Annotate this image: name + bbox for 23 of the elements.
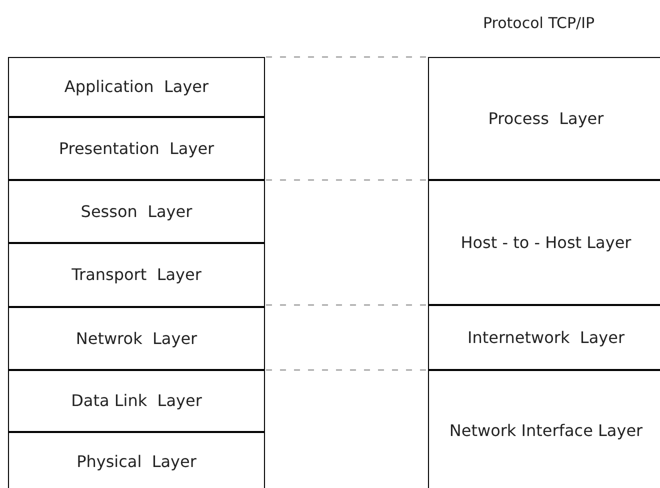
layer-label: Process Layer: [488, 108, 604, 130]
layer-label: Data Link Layer: [71, 390, 202, 412]
column-heading: Protocol TCP/IP: [483, 14, 595, 32]
layer-box: [8, 307, 265, 370]
layer-label: Transport Layer: [72, 264, 202, 286]
layer-box: [428, 305, 660, 370]
layer-label: Netwrok Layer: [76, 328, 198, 350]
layer-label: Presentation Layer: [58, 138, 214, 160]
layer-box: [428, 57, 660, 180]
layer-box: [428, 180, 660, 305]
layer-label: Physical Layer: [76, 451, 196, 473]
layer-box: [8, 117, 265, 180]
layer-box: [8, 57, 265, 117]
layer-label: Network Interface Layer: [449, 420, 643, 442]
layer-label: Sesson Layer: [80, 200, 192, 222]
layer-box: [428, 370, 660, 488]
layer-label: Application Layer: [64, 76, 209, 98]
layer-box: [8, 180, 265, 243]
layer-box: [8, 432, 265, 488]
layer-box: [8, 243, 265, 307]
layer-box: [8, 370, 265, 432]
layer-label: Host - to - Host Layer: [460, 232, 632, 254]
layer-label: Internetwork Layer: [467, 326, 625, 348]
